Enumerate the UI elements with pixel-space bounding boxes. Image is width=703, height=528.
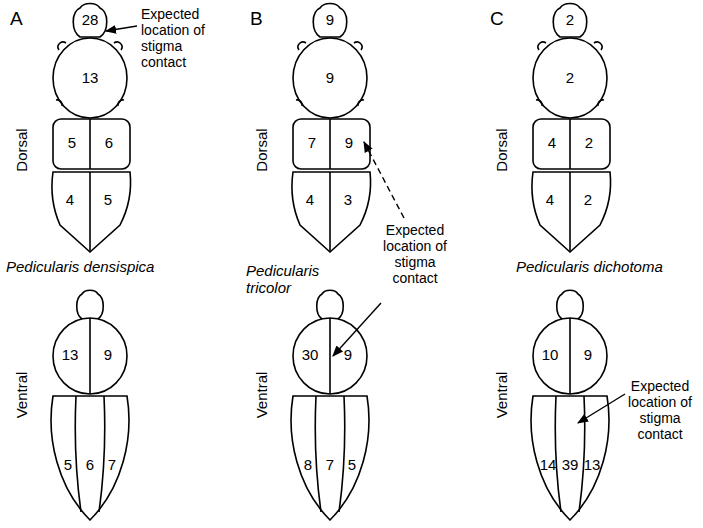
callout-number: 2 (566, 69, 574, 86)
callout-number: 4 (546, 191, 554, 208)
callout-number: 13 (584, 456, 601, 473)
panel-letter: C (490, 8, 504, 30)
callout-number: 5 (64, 456, 72, 473)
view-label: Ventral (253, 372, 270, 419)
callout-number: 5 (348, 456, 356, 473)
callout-number: 6 (105, 134, 113, 151)
callout-text: Expected location of stigma contact (383, 222, 447, 286)
callout-number: 5 (68, 134, 76, 151)
view-label: Ventral (13, 372, 30, 419)
callout-number: 2 (585, 134, 593, 151)
view-label: Dorsal (253, 128, 270, 171)
callout-number: 9 (326, 11, 334, 28)
callout-number: 4 (548, 134, 556, 151)
callout-number: 39 (562, 456, 579, 473)
panel-letter: B (250, 8, 263, 30)
callout-number: 3 (344, 191, 352, 208)
callout-number: 2 (584, 191, 592, 208)
callout-number: 4 (306, 191, 314, 208)
leader-line (106, 26, 625, 423)
callout-text: Expected location of stigma contact (141, 6, 221, 70)
callout-number: 14 (540, 456, 557, 473)
callout-number: 9 (584, 346, 592, 363)
view-label: Ventral (493, 372, 510, 419)
callout-number: 5 (104, 191, 112, 208)
callout-number: 10 (542, 346, 559, 363)
species-name: Pedicularis tricolor (246, 262, 336, 297)
callout-number: 9 (345, 134, 353, 151)
callout-number: 2 (566, 11, 574, 28)
panel-letter: A (10, 8, 23, 30)
callout-number: 9 (326, 69, 334, 86)
callout-number: 6 (86, 456, 94, 473)
species-name: Pedicularis dichotoma (516, 258, 663, 275)
callout-number: 7 (326, 456, 334, 473)
callout-number: 28 (82, 11, 99, 28)
callout-number: 9 (104, 346, 112, 363)
callout-number: 9 (344, 346, 352, 363)
species-name: Pedicularis densispica (6, 258, 154, 275)
callout-number: 8 (304, 456, 312, 473)
callout-number: 30 (302, 346, 319, 363)
callout-number: 4 (66, 191, 74, 208)
view-label: Dorsal (13, 128, 30, 171)
callout-text: Expected location of stigma contact (628, 378, 692, 442)
callout-number: 7 (108, 456, 116, 473)
view-label: Dorsal (493, 128, 510, 171)
callout-number: 7 (308, 134, 316, 151)
callout-number: 13 (62, 346, 79, 363)
callout-number: 13 (82, 69, 99, 86)
